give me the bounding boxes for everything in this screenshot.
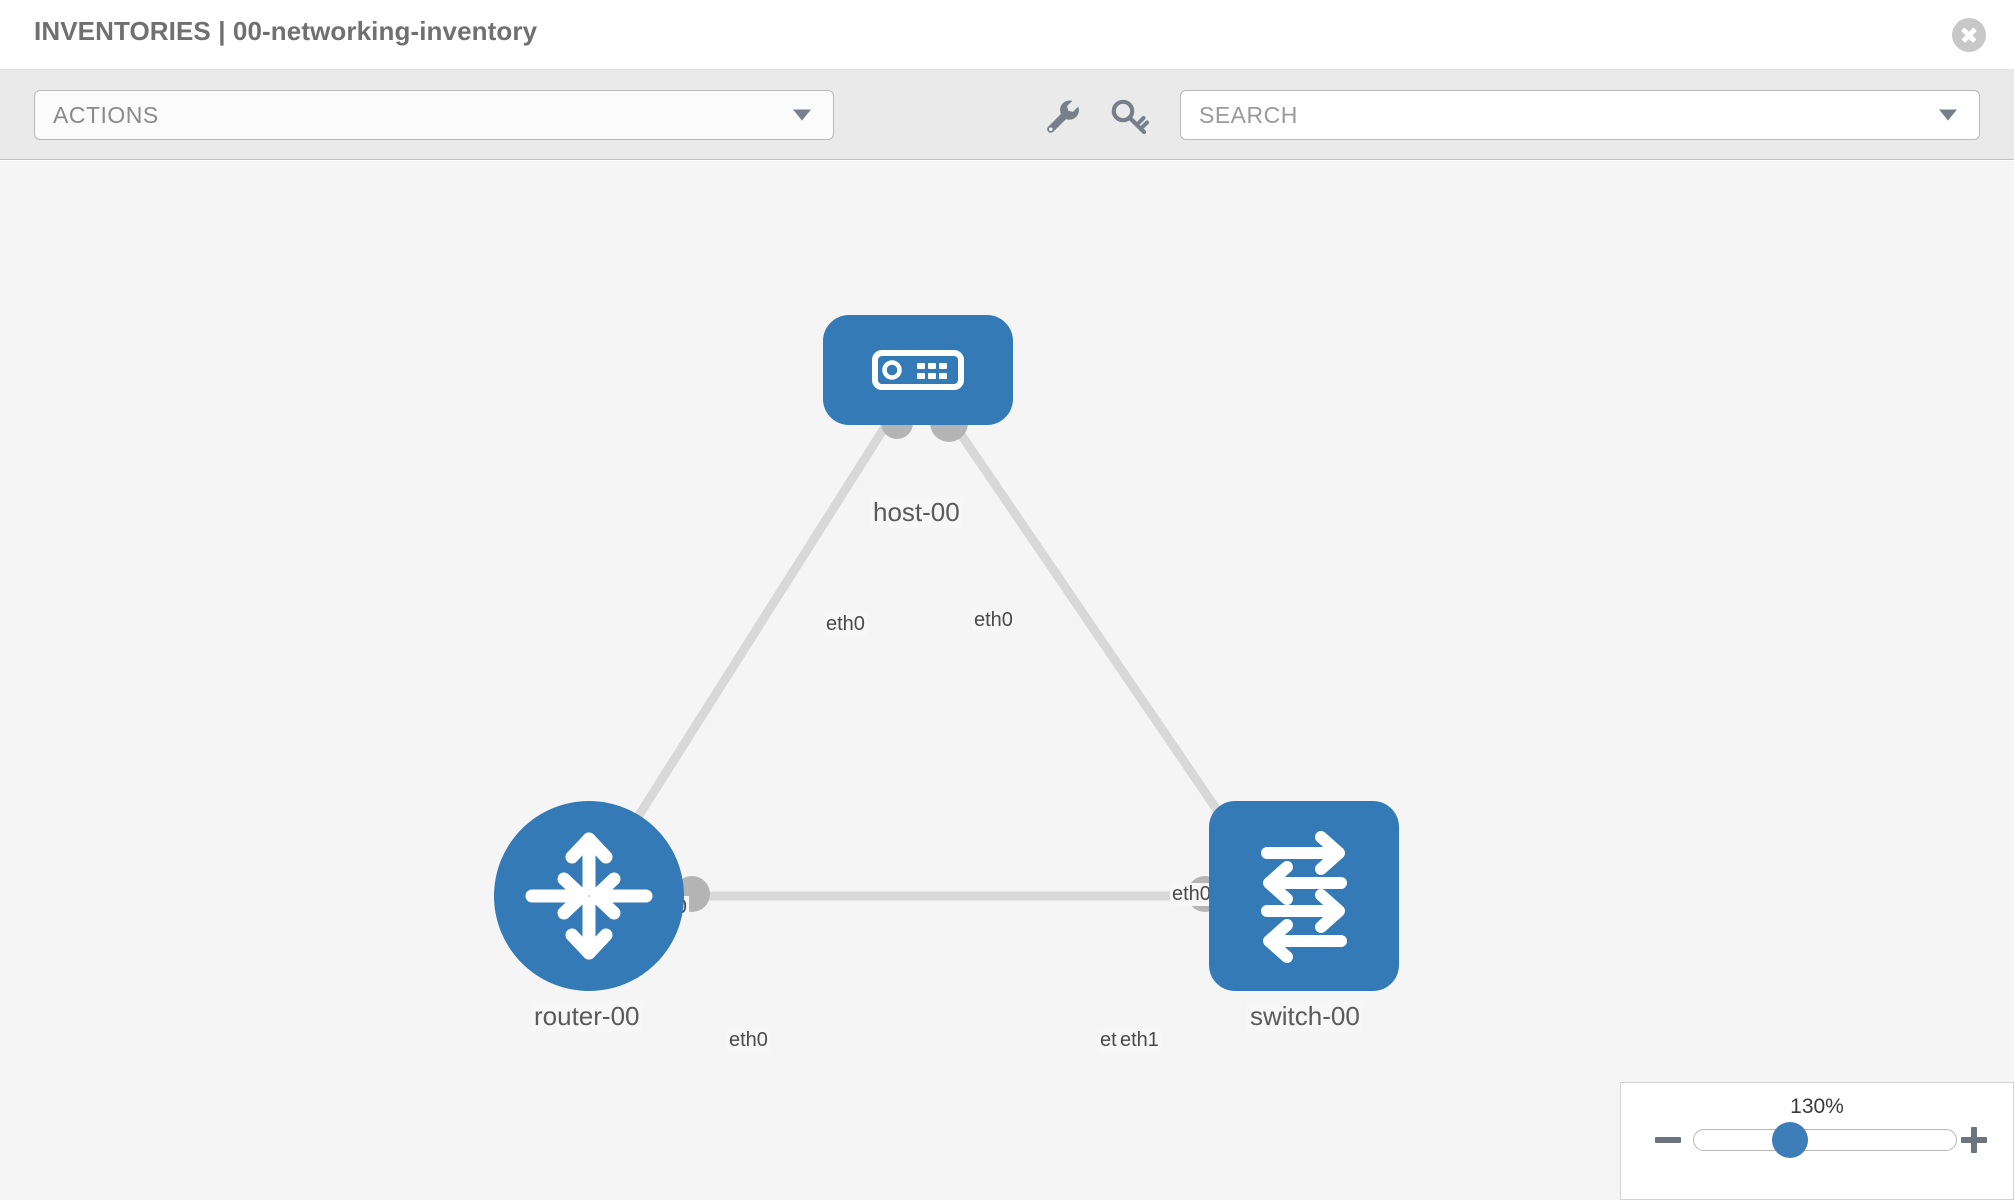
iface-label: eth1 — [1118, 1029, 1161, 1052]
router-arrows-icon — [525, 832, 653, 960]
search-input[interactable]: SEARCH — [1180, 90, 1980, 140]
topology-node-router-00[interactable]: router-00 — [494, 801, 684, 1032]
node-background — [823, 315, 1013, 425]
zoom-in-button[interactable] — [1959, 1125, 1989, 1155]
node-label: host-00 — [870, 497, 963, 528]
iface-label: eth0 — [1170, 883, 1213, 906]
node-background — [1209, 801, 1399, 991]
chevron-down-icon — [1939, 109, 1957, 121]
page-title: INVENTORIES | 00-networking-inventory — [34, 16, 538, 46]
zoom-out-button[interactable] — [1653, 1125, 1683, 1155]
key-icon[interactable] — [1108, 94, 1152, 138]
page-header: INVENTORIES | 00-networking-inventory — [0, 0, 2014, 70]
topology-node-host-00[interactable]: host-00 — [823, 315, 1013, 528]
switch-arrows-icon — [1261, 831, 1347, 963]
iface-label: eth0 — [972, 609, 1015, 632]
toolbar: ACTIONS SEARCH — [0, 70, 2014, 160]
chevron-down-icon — [793, 109, 811, 121]
node-label: switch-00 — [1247, 1001, 1363, 1032]
actions-dropdown[interactable]: ACTIONS — [34, 90, 834, 140]
zoom-slider-track[interactable] — [1693, 1129, 1957, 1151]
iface-label: eth0 — [824, 613, 867, 636]
zoom-control-panel: 130% — [1620, 1082, 2014, 1200]
node-label: router-00 — [531, 1001, 643, 1032]
edge-host-router — [606, 408, 899, 864]
zoom-slider-handle[interactable] — [1772, 1122, 1808, 1158]
topology-node-switch-00[interactable]: switch-00 — [1209, 801, 1399, 1032]
server-icon — [872, 350, 964, 390]
close-icon[interactable] — [1952, 18, 1986, 52]
wrench-icon[interactable] — [1040, 94, 1084, 138]
search-placeholder: SEARCH — [1199, 102, 1298, 128]
edge-host-switch — [941, 408, 1249, 854]
iface-label: eth0 — [727, 1029, 770, 1052]
topology-canvas[interactable]: eth0 eth0 eth0 eth0 eth0 eth0 eth1 h — [0, 161, 2014, 1200]
actions-dropdown-label: ACTIONS — [53, 102, 159, 128]
zoom-level-label: 130% — [1790, 1095, 1844, 1118]
